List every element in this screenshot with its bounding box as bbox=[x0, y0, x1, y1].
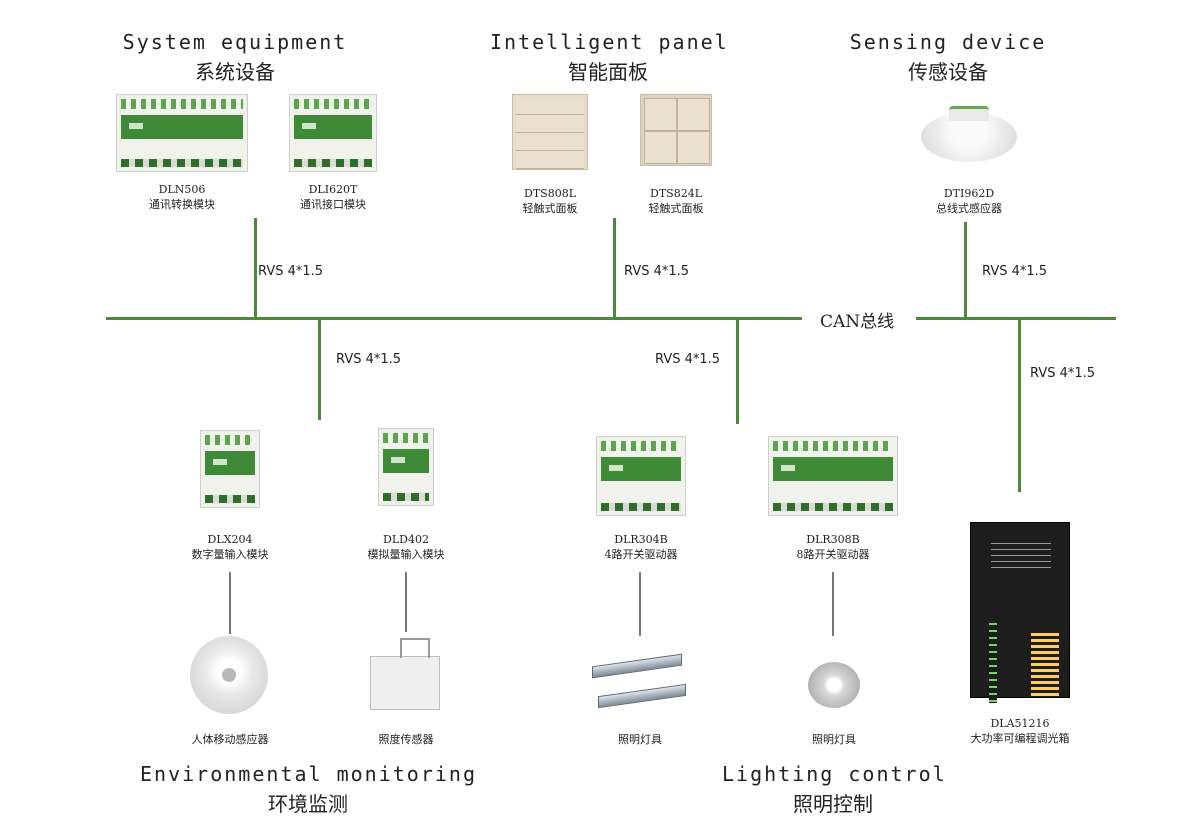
cable-env-drop bbox=[318, 318, 321, 420]
header-en: Environmental monitoring bbox=[140, 762, 477, 786]
device-name: 8路开关驱动器 bbox=[796, 548, 870, 561]
header-lighting-control: Lighting control 照明控制 bbox=[722, 762, 947, 817]
connector-line bbox=[832, 572, 834, 636]
header-en: Sensing device bbox=[849, 30, 1047, 54]
device-model: DLX204 bbox=[207, 533, 253, 546]
lux-sensor-label: 照度传感器 bbox=[378, 733, 434, 746]
dts824l-label: DTS824L 轻触式面板 bbox=[626, 186, 726, 216]
header-intelligent-panel: Intelligent panel 智能面板 bbox=[490, 30, 729, 85]
can-bus-left bbox=[106, 317, 802, 320]
downlight-image bbox=[808, 662, 860, 708]
dli620t-module-image bbox=[289, 94, 377, 172]
header-sensing-device: Sensing device 传感设备 bbox=[848, 30, 1048, 85]
lux-sensor-image bbox=[370, 656, 440, 710]
can-bus-label: CAN总线 bbox=[820, 312, 895, 332]
header-cn: 传感设备 bbox=[908, 60, 988, 84]
device-name: 数字量输入模块 bbox=[191, 548, 269, 561]
device-model: DTS808L bbox=[524, 187, 576, 200]
cable-lighting-drop bbox=[736, 318, 739, 424]
dln506-label: DLN506 通讯转换模块 bbox=[130, 182, 234, 212]
connector-line bbox=[229, 572, 231, 634]
cable-sensing-drop bbox=[964, 222, 967, 318]
device-name: 模拟量输入模块 bbox=[367, 548, 445, 561]
connector-line bbox=[405, 572, 407, 632]
dlr304b-label: DLR304B 4路开关驱动器 bbox=[586, 532, 696, 562]
device-model: DLD402 bbox=[383, 533, 429, 546]
dld402-label: DLD402 模拟量输入模块 bbox=[350, 532, 462, 562]
header-en: Intelligent panel bbox=[490, 30, 729, 54]
dts824l-panel-image bbox=[640, 94, 712, 166]
dld402-module-image bbox=[378, 428, 434, 506]
lamp1-label: 照明灯具 bbox=[618, 733, 662, 746]
device-model: DLR304B bbox=[614, 533, 668, 546]
dts808l-panel-image bbox=[512, 94, 588, 170]
header-environmental-monitoring: Environmental monitoring 环境监测 bbox=[140, 762, 476, 817]
device-model: DTI962D bbox=[943, 187, 995, 200]
header-cn: 系统设备 bbox=[195, 60, 275, 84]
header-cn: 环境监测 bbox=[268, 792, 348, 816]
motion-sensor-image bbox=[190, 636, 268, 714]
header-system-equipment: System equipment 系统设备 bbox=[120, 30, 350, 85]
device-model: DTS824L bbox=[650, 187, 702, 200]
lamp2-label: 照明灯具 bbox=[812, 733, 856, 746]
dlx204-label: DLX204 数字量输入模块 bbox=[174, 532, 286, 562]
header-cn: 照明控制 bbox=[793, 792, 873, 816]
dti962d-label: DTI962D 总线式感应器 bbox=[914, 186, 1024, 216]
cable-label: RVS 4*1.5 bbox=[1030, 366, 1096, 381]
linear-lamp-image bbox=[592, 653, 682, 679]
device-name: 4路开关驱动器 bbox=[604, 548, 678, 561]
cable-panel-drop bbox=[613, 218, 616, 318]
motion-sensor-label: 人体移动感应器 bbox=[191, 733, 269, 746]
cable-dimmer-drop bbox=[1018, 318, 1021, 492]
device-model: DLR308B bbox=[806, 533, 860, 546]
dts808l-label: DTS808L 轻触式面板 bbox=[500, 186, 600, 216]
dla51216-cabinet-image bbox=[970, 522, 1070, 703]
header-cn: 智能面板 bbox=[568, 60, 648, 84]
device-model: DLN506 bbox=[158, 183, 206, 196]
dlr308b-label: DLR308B 8路开关驱动器 bbox=[778, 532, 888, 562]
dlr308b-module-image bbox=[768, 436, 898, 516]
cable-system-drop bbox=[254, 218, 257, 318]
lux-sensor-bracket-icon bbox=[400, 638, 430, 658]
dln506-module-image bbox=[116, 94, 248, 172]
device-name: 大功率可编程调光箱 bbox=[970, 732, 1070, 745]
can-bus-right bbox=[916, 317, 1116, 320]
linear-lamp-image bbox=[598, 683, 686, 709]
dti962d-sensor-image bbox=[921, 106, 1017, 162]
device-name: 轻触式面板 bbox=[648, 202, 704, 215]
dlx204-module-image bbox=[200, 430, 260, 508]
device-name: 轻触式面板 bbox=[522, 202, 578, 215]
cable-label: RVS 4*1.5 bbox=[336, 352, 402, 367]
device-name: 通讯转换模块 bbox=[149, 198, 215, 211]
device-name: 通讯接口模块 bbox=[300, 198, 366, 211]
dlr304b-module-image bbox=[596, 436, 686, 516]
device-model: DLA51216 bbox=[990, 717, 1050, 730]
header-en: System equipment bbox=[122, 30, 348, 54]
cable-label: RVS 4*1.5 bbox=[258, 264, 324, 279]
cable-label: RVS 4*1.5 bbox=[624, 264, 690, 279]
cable-label: RVS 4*1.5 bbox=[655, 352, 721, 367]
cable-label: RVS 4*1.5 bbox=[982, 264, 1048, 279]
connector-line bbox=[639, 572, 641, 636]
device-model: DLI620T bbox=[308, 183, 358, 196]
header-en: Lighting control bbox=[722, 762, 947, 786]
dli620t-label: DLI620T 通讯接口模块 bbox=[281, 182, 385, 212]
device-name: 总线式感应器 bbox=[936, 202, 1002, 215]
dla51216-label: DLA51216 大功率可编程调光箱 bbox=[950, 716, 1090, 746]
